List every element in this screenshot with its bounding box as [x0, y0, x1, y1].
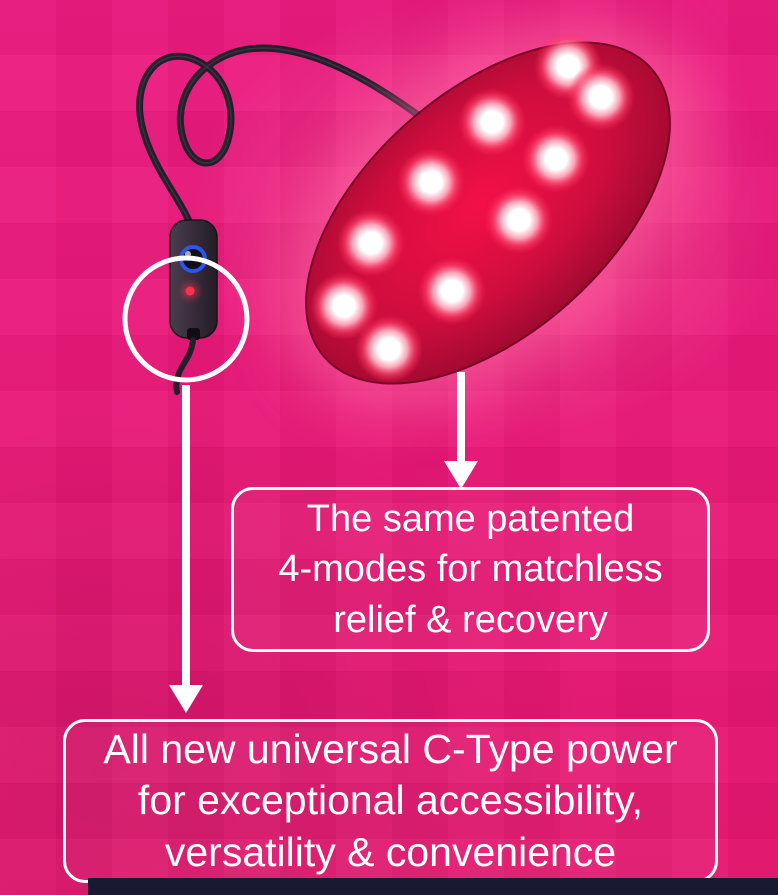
led-therapy-pad — [280, 17, 696, 409]
usb-c-port — [187, 328, 200, 340]
callout-modes-line-1: The same patented — [306, 498, 635, 541]
mode-button-highlight — [185, 251, 191, 257]
callout-power-line-2: for exceptional accessibility, — [137, 777, 644, 824]
cable-tail — [173, 337, 196, 395]
led-glow — [418, 257, 486, 325]
callout-modes-line-3: relief & recovery — [333, 598, 608, 641]
led-glow — [337, 209, 405, 277]
indicator-led — [185, 286, 195, 296]
arrow-to-power-callout — [169, 385, 203, 713]
controller-body — [169, 219, 218, 339]
led-glow — [397, 148, 465, 216]
callout-modes: The same patented 4-modes for matchless … — [231, 487, 710, 652]
led-glow — [485, 186, 553, 254]
callout-modes-line-2: 4-modes for matchless — [278, 548, 663, 591]
power-cable — [136, 44, 422, 225]
arrow-to-modes-callout — [444, 372, 478, 489]
led-glows — [310, 32, 635, 383]
inline-controller — [169, 219, 218, 395]
led-glow — [355, 315, 423, 383]
bottom-dark-bar — [88, 878, 778, 895]
led-glow — [458, 88, 526, 156]
callout-power: All new universal C-Type power for excep… — [63, 719, 718, 883]
callout-power-line-1: All new universal C-Type power — [103, 725, 678, 772]
led-glow — [522, 125, 590, 193]
callout-power-line-3: versatility & convenience — [164, 828, 617, 875]
highlight-circle — [122, 255, 250, 383]
led-glow — [567, 63, 635, 131]
led-glow — [310, 272, 378, 340]
